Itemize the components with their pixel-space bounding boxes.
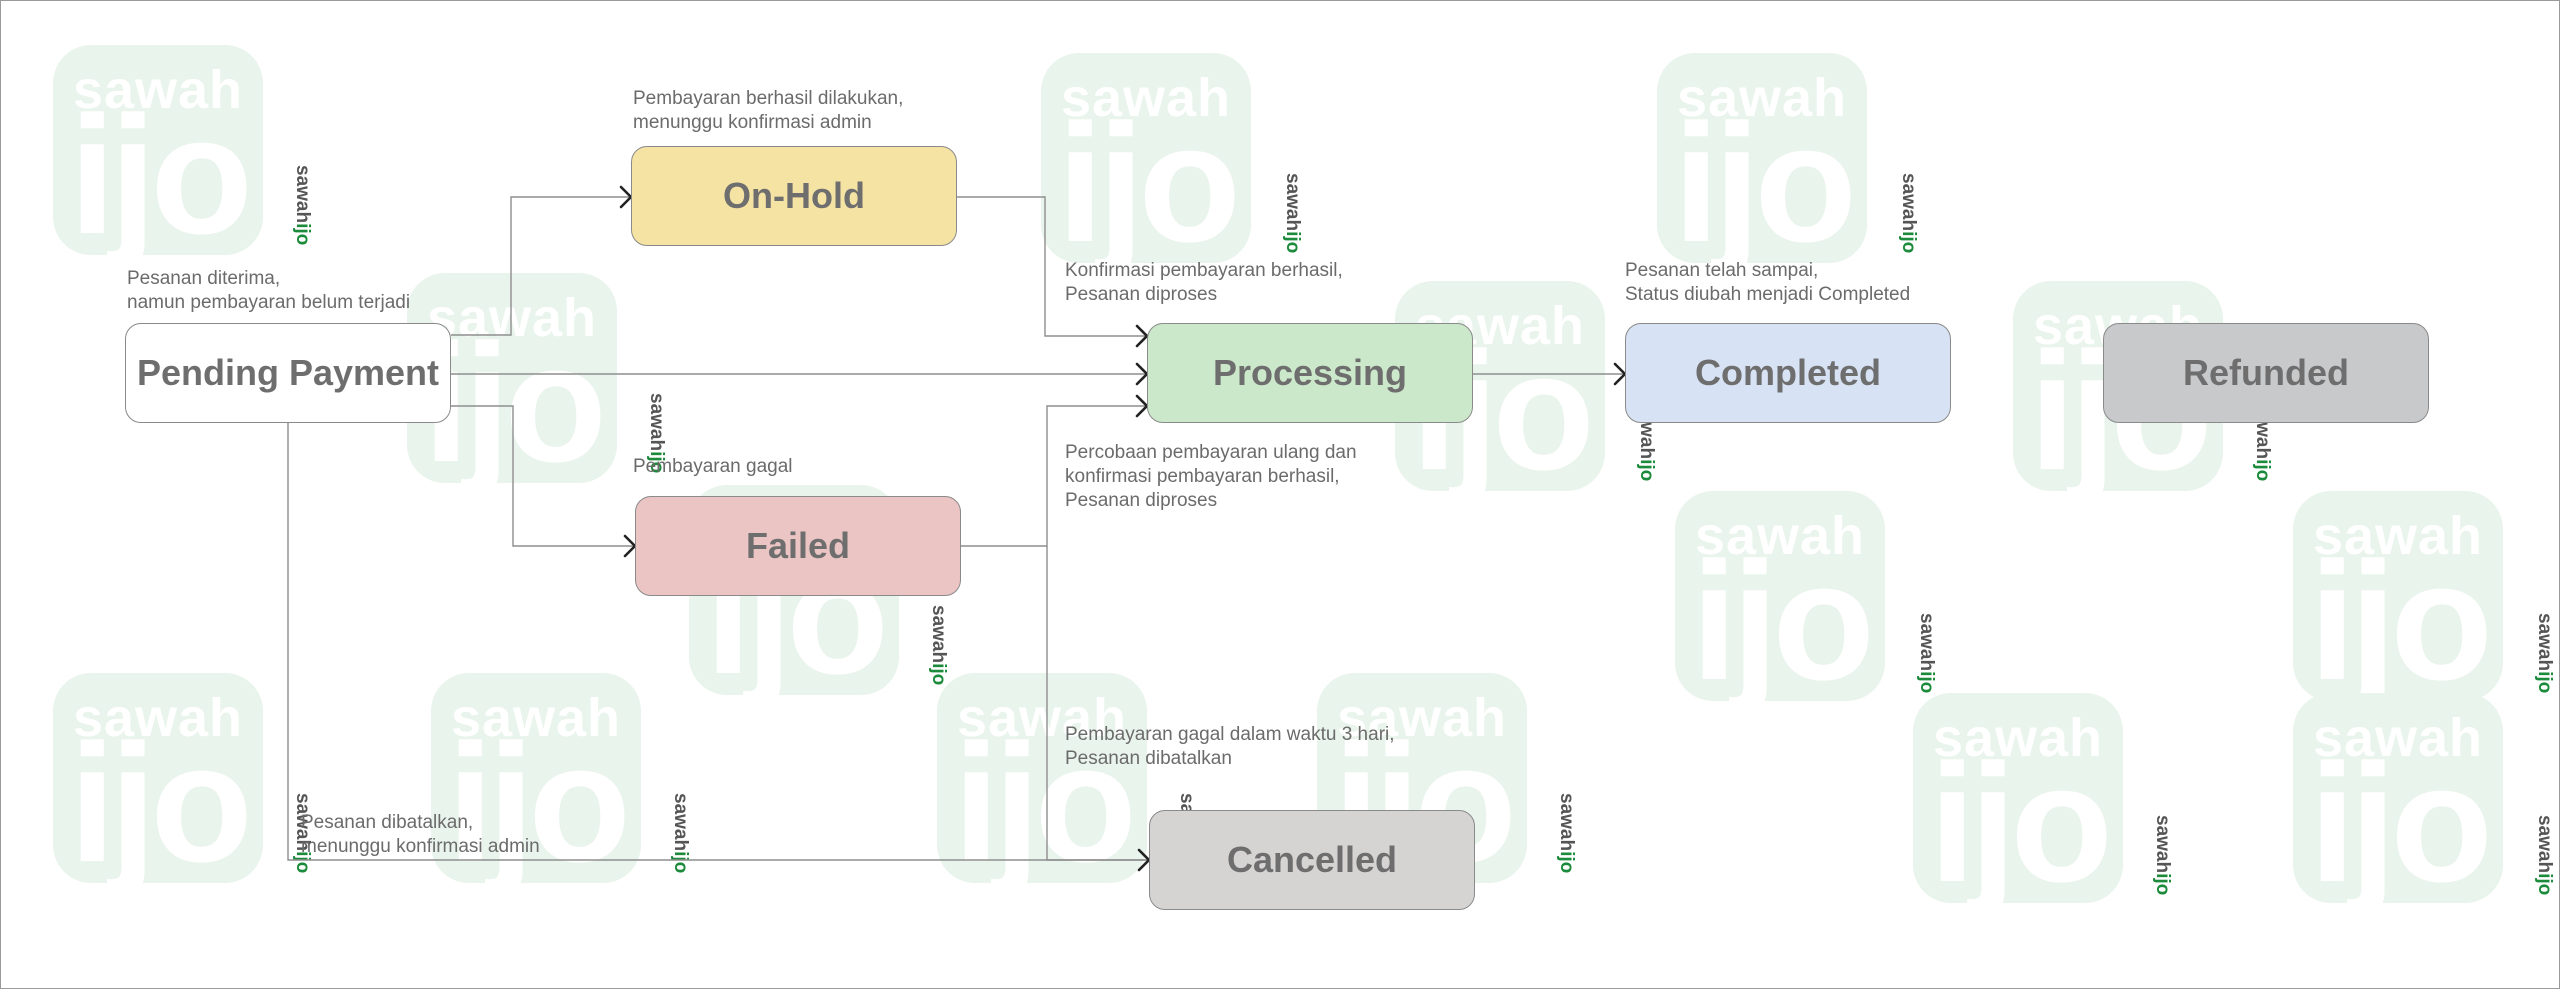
state-label: Processing <box>1212 352 1408 393</box>
state-label: Cancelled <box>1226 839 1398 880</box>
state-label: Refunded <box>2183 352 2349 393</box>
note-pending: Pesanan diterima,namun pembayaran belum … <box>127 268 411 313</box>
arrow-pending-to-onhold <box>451 196 629 336</box>
note-timeout: Pembayaran gagal dalam waktu 3 hari,Pesa… <box>1065 724 1395 769</box>
arrow-onhold-to-processing <box>957 196 1145 337</box>
state-on-hold[interactable]: On-Hold <box>631 146 957 246</box>
state-label: Completed <box>1694 352 1881 393</box>
state-completed[interactable]: Completed <box>1625 323 1951 423</box>
state-refunded[interactable]: Refunded <box>2103 323 2429 423</box>
state-label: Pending Payment <box>136 352 440 393</box>
note-onhold: Pembayaran berhasil dilakukan,menunggu k… <box>633 88 904 133</box>
state-label: On-Hold <box>723 175 865 216</box>
note-processing: Konfirmasi pembayaran berhasil,Pesanan d… <box>1065 260 1343 305</box>
state-failed[interactable]: Failed <box>635 496 961 596</box>
arrow-failed-to-cancelled <box>1046 546 1147 861</box>
state-cancelled[interactable]: Cancelled <box>1149 810 1475 910</box>
state-pending-payment[interactable]: Pending Payment <box>125 323 451 423</box>
arrow-failed-to-processing <box>961 405 1145 547</box>
arrow-pending-to-failed <box>451 405 633 547</box>
state-label: Failed <box>745 525 851 566</box>
note-completed: Pesanan telah sampai,Status diubah menja… <box>1625 260 1911 305</box>
note-failed: Pembayaran gagal <box>633 456 793 477</box>
state-processing[interactable]: Processing <box>1147 323 1473 423</box>
note-cancelled: Pesanan dibatalkan,menunggu konfirmasi a… <box>301 812 540 857</box>
arrow-pending-to-cancelled <box>287 423 1147 861</box>
